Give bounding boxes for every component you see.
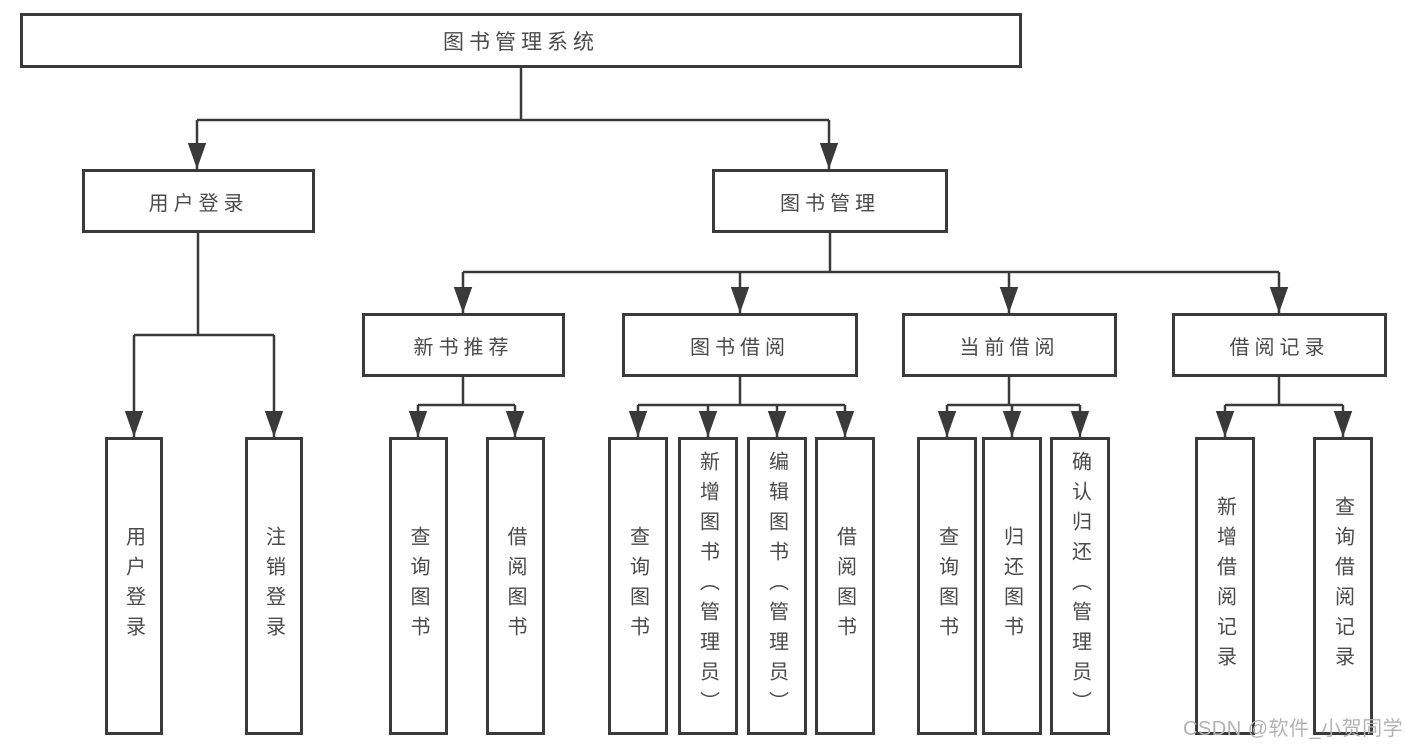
leaf-query-books-current: 查询图书 [917, 437, 977, 735]
node-borrowing-records: 借阅记录 [1172, 313, 1387, 377]
node-book-management: 图书管理 [712, 169, 948, 233]
node-library-management-system: 图书管理系统 [20, 13, 1022, 68]
leaf-query-books-borrowing: 查询图书 [608, 437, 668, 735]
node-current-borrowing: 当前借阅 [902, 313, 1117, 377]
node-user-login: 用户登录 [82, 169, 315, 233]
leaf-user-login: 用户登录 [105, 437, 163, 735]
watermark: CSDN @软件_小贺同学 [1183, 718, 1404, 740]
leaf-query-books-recommend: 查询图书 [389, 437, 448, 735]
leaf-add-borrow-record: 新增借阅记录 [1195, 437, 1255, 735]
leaf-confirm-return-admin: 确认归还（管理员） [1050, 437, 1110, 735]
leaf-query-borrow-record: 查询借阅记录 [1313, 437, 1373, 735]
leaf-add-books-admin: 新增图书（管理员） [678, 437, 738, 735]
leaf-borrow-books-recommend: 借阅图书 [486, 437, 545, 735]
leaf-return-books: 归还图书 [982, 437, 1042, 735]
node-new-book-recommendation: 新书推荐 [362, 313, 565, 377]
leaf-logout: 注销登录 [245, 437, 303, 735]
leaf-borrow-books-borrowing: 借阅图书 [815, 437, 875, 735]
leaf-edit-books-admin: 编辑图书（管理员） [747, 437, 807, 735]
node-book-borrowing: 图书借阅 [622, 313, 858, 377]
